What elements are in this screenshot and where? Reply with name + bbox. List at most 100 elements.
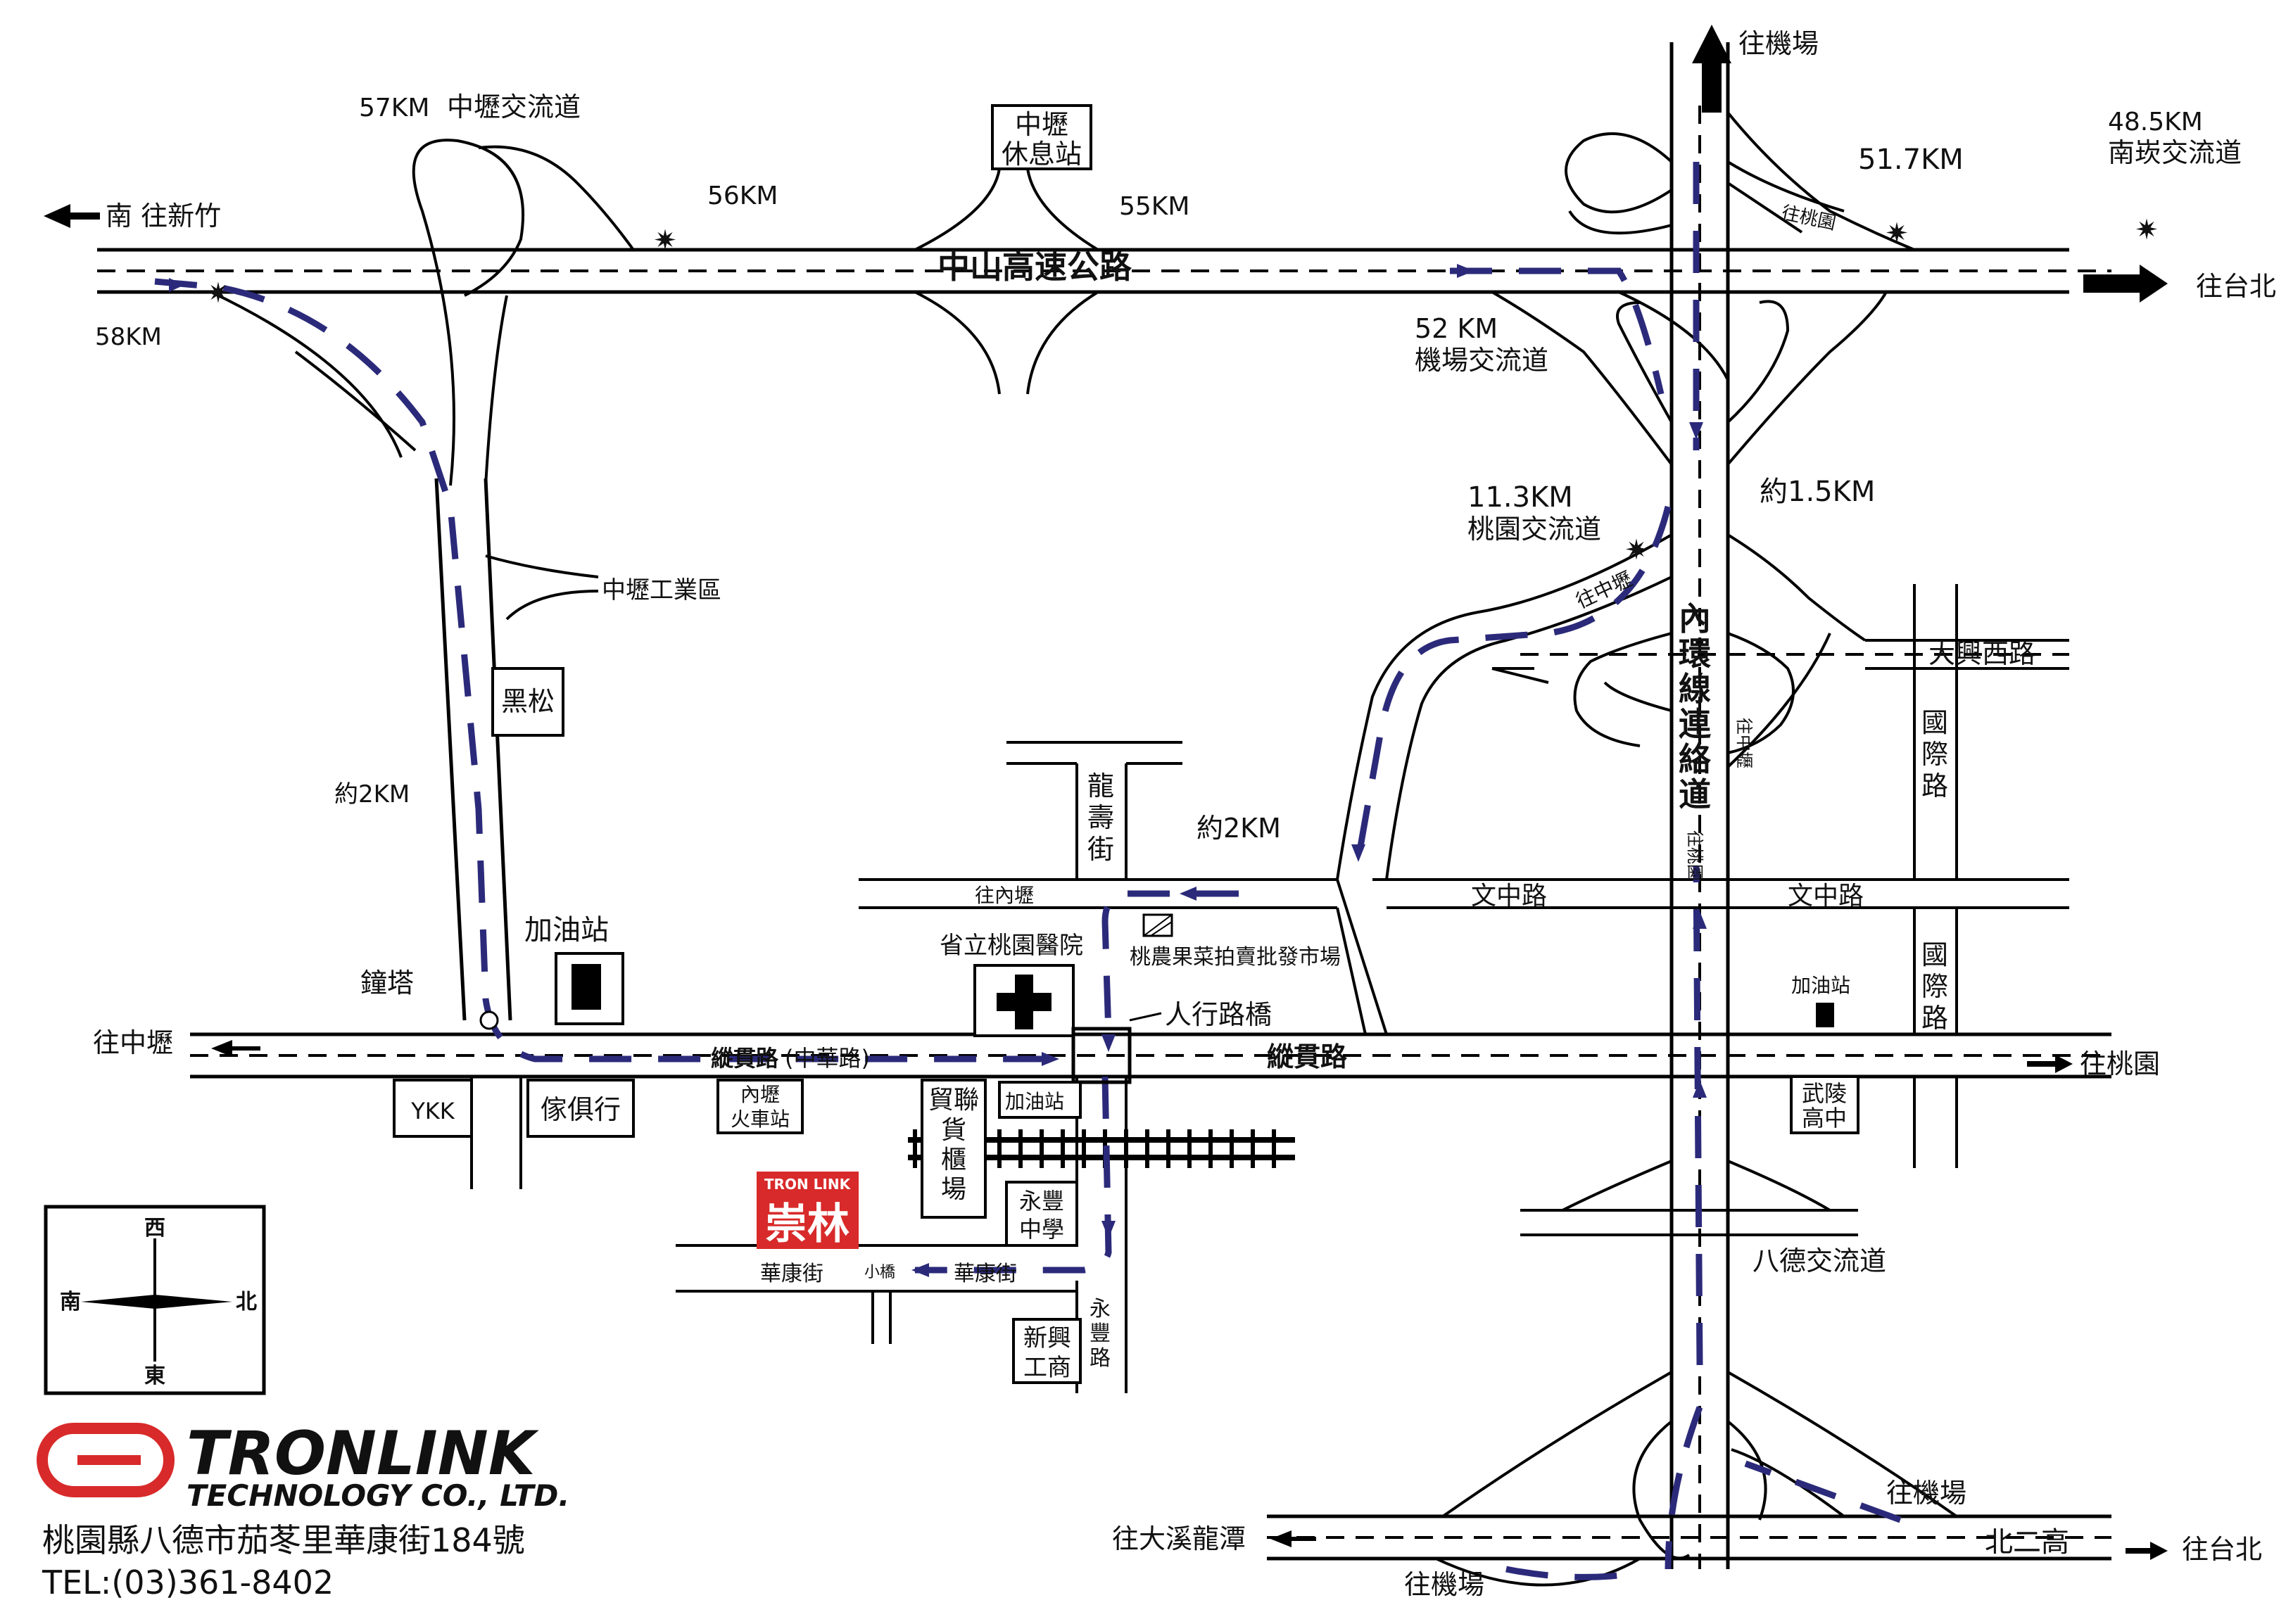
freeway2-to-west: 往大溪龍潭 bbox=[1112, 1523, 1246, 1554]
heisong: 黑松 bbox=[501, 686, 555, 717]
sign-en: TRON LINK bbox=[764, 1176, 852, 1193]
taoyuan-ic-km: 11.3KM bbox=[1467, 481, 1573, 514]
guoji-2-c2: 際 bbox=[1921, 971, 1948, 1002]
connector-name-5: 絡 bbox=[1679, 740, 1712, 778]
street-labels: 縱貫路 (中華路) 縱貫路 往中壢 往桃園 文中路 文中路 大興西路 國 際 路… bbox=[93, 638, 2160, 1371]
zongguan-west-paren: (中華路) bbox=[785, 1045, 870, 1072]
route-path bbox=[154, 162, 1902, 1580]
gas-station-1: 加油站 bbox=[524, 914, 609, 946]
sign-zh: 崇林 bbox=[765, 1200, 850, 1249]
trade-2: 貨 bbox=[941, 1116, 966, 1145]
svg-text:✷: ✷ bbox=[2135, 214, 2159, 246]
exit-58km: 58KM bbox=[95, 323, 162, 351]
gas-station-2: 加油站 bbox=[1005, 1090, 1064, 1113]
connector-name-2: 環 bbox=[1679, 635, 1711, 673]
svg-text:✷: ✷ bbox=[1624, 534, 1648, 566]
guoji-1-c3: 路 bbox=[1921, 770, 1948, 801]
hospital: 省立桃園醫院 bbox=[940, 932, 1083, 960]
yongfeng-rd-c2: 豐 bbox=[1090, 1321, 1111, 1346]
pedestrian-bridge: 人行路橋 bbox=[1165, 999, 1272, 1030]
longshou-c3: 街 bbox=[1087, 834, 1114, 865]
wuling-school-1: 武陵 bbox=[1802, 1080, 1847, 1107]
exit-52km: 52 KM bbox=[1415, 313, 1498, 344]
exit-markers: ✷ ✷ ✷ ✷ ✷ bbox=[206, 214, 2159, 566]
market-icon bbox=[1142, 913, 1173, 937]
guoji-2-c3: 路 bbox=[1921, 1003, 1948, 1034]
exit-57km-name: 中壢交流道 bbox=[447, 91, 581, 122]
gas-station-3: 加油站 bbox=[1791, 974, 1850, 997]
to-north-label: 往台北 bbox=[2196, 271, 2276, 302]
company-logo: TRONLINK TECHNOLOGY CO., LTD. bbox=[37, 1419, 569, 1513]
longshou-c1: 龍 bbox=[1087, 770, 1114, 801]
to-taoyuan: 往桃園 bbox=[2080, 1048, 2160, 1079]
yongfeng-rd: 永 豐 路 bbox=[1090, 1297, 1111, 1371]
clock-tower: 鐘塔 bbox=[360, 968, 414, 998]
logo-sub: TECHNOLOGY CO., LTD. bbox=[187, 1478, 569, 1513]
ykk: YKK bbox=[410, 1098, 455, 1124]
connector-name-1: 內 bbox=[1679, 600, 1711, 637]
connector-name-3: 線 bbox=[1679, 670, 1711, 708]
approx-1-5km: 約1.5KM bbox=[1760, 476, 1875, 508]
ramp-to-taoyuan-2: 往桃園 bbox=[1685, 830, 1705, 881]
to-south-label: 南 往新竹 bbox=[106, 201, 221, 231]
exit-48-5km-name: 南崁交流道 bbox=[2108, 137, 2242, 168]
compass-west: 西 bbox=[144, 1216, 165, 1241]
guoji-1-c1: 國 bbox=[1921, 707, 1948, 738]
compass: 西 南 北 東 bbox=[44, 1205, 266, 1395]
exit-55km: 55KM bbox=[1119, 192, 1189, 221]
guoji-1: 國 際 路 bbox=[1921, 707, 1948, 801]
zongguan-west: 縱貫路 bbox=[711, 1045, 779, 1072]
rest-stop: 中壢 休息站 bbox=[991, 104, 1092, 170]
gas-pump-icon-3 bbox=[1816, 1003, 1834, 1027]
bade-ic: 八德交流道 bbox=[1753, 1245, 1886, 1276]
landmarks: 中壢工業區 黑松 加油站 鐘塔 YKK 傢俱行 內壢 火車站 省立桃園醫院 桃農… bbox=[360, 576, 1859, 1384]
yongfeng-rd-c1: 永 bbox=[1090, 1297, 1111, 1321]
guoji-2: 國 際 路 bbox=[1921, 939, 1948, 1034]
zongguan-east: 縱貫路 bbox=[1267, 1041, 1348, 1072]
svg-text:✷: ✷ bbox=[653, 224, 677, 257]
exit-48-5km: 48.5KM bbox=[2108, 108, 2203, 137]
to-airport-top: 往機場 bbox=[1738, 28, 1819, 59]
connector-name: 內 環 線 連 絡 道 bbox=[1679, 600, 1712, 813]
approx-2km-west: 約2KM bbox=[334, 780, 410, 808]
market: 桃農果菜拍賣批發市場 bbox=[1130, 945, 1341, 970]
to-neili: 往內壢 bbox=[975, 884, 1034, 907]
daxing-west: 大興西路 bbox=[1928, 638, 2035, 669]
small-bridge: 小橋 bbox=[864, 1264, 895, 1281]
logo-mark-icon bbox=[37, 1423, 175, 1497]
huakang-east: 華康街 bbox=[954, 1262, 1017, 1286]
svg-text:✷: ✷ bbox=[1885, 217, 1909, 250]
huakang-west: 華康街 bbox=[760, 1262, 823, 1286]
to-zhongli: 往中壢 bbox=[93, 1027, 173, 1058]
longshou-c2: 壽 bbox=[1087, 802, 1114, 833]
hospital-cross-icon bbox=[997, 975, 1052, 1029]
freeway2-to-airport-lower: 往機場 bbox=[1404, 1569, 1484, 1600]
guoji-2-c1: 國 bbox=[1921, 939, 1948, 970]
company-tel: TEL:(03)361-8402 bbox=[42, 1563, 334, 1601]
compass-east: 東 bbox=[144, 1364, 165, 1388]
freeway2-labels: 北二高 往大溪龍潭 往台北 往機場 往機場 bbox=[1112, 1478, 2262, 1600]
pedestrian-bridge-icon bbox=[1071, 1027, 1132, 1084]
compass-north: 北 bbox=[236, 1290, 257, 1314]
yongfeng-rd-c3: 路 bbox=[1090, 1346, 1111, 1371]
trade-4: 場 bbox=[941, 1175, 966, 1204]
svg-text:✷: ✷ bbox=[206, 277, 230, 310]
xinxing-school-1: 新興 bbox=[1023, 1324, 1071, 1352]
rest-stop-label-2: 休息站 bbox=[1002, 139, 1082, 170]
connector-labels: 往機場 11.3KM 桃園交流道 約1.5KM 八德交流道 內 環 線 連 絡 … bbox=[1467, 28, 1886, 1276]
yongfeng-school-2: 中學 bbox=[1019, 1216, 1064, 1243]
zhongli-industrial: 中壢工業區 bbox=[602, 576, 721, 604]
xinxing-school-2: 工商 bbox=[1023, 1354, 1071, 1382]
neili-station-2: 火車站 bbox=[731, 1108, 790, 1131]
wenzhong-1: 文中路 bbox=[1471, 882, 1547, 911]
furniture: 傢俱行 bbox=[541, 1094, 621, 1125]
wuling-school-2: 高中 bbox=[1802, 1105, 1847, 1131]
exit-56km: 56KM bbox=[707, 182, 778, 210]
freeway2-to-east: 往台北 bbox=[2182, 1534, 2262, 1565]
route-arrowheads bbox=[169, 264, 1707, 1277]
connector-name-6: 道 bbox=[1679, 775, 1711, 813]
company-address: 桃園縣八德市茄苳里華康街184號 bbox=[42, 1521, 525, 1559]
rest-stop-label-1: 中壢 bbox=[1015, 109, 1068, 140]
approx-2km-east: 約2KM bbox=[1196, 813, 1281, 844]
